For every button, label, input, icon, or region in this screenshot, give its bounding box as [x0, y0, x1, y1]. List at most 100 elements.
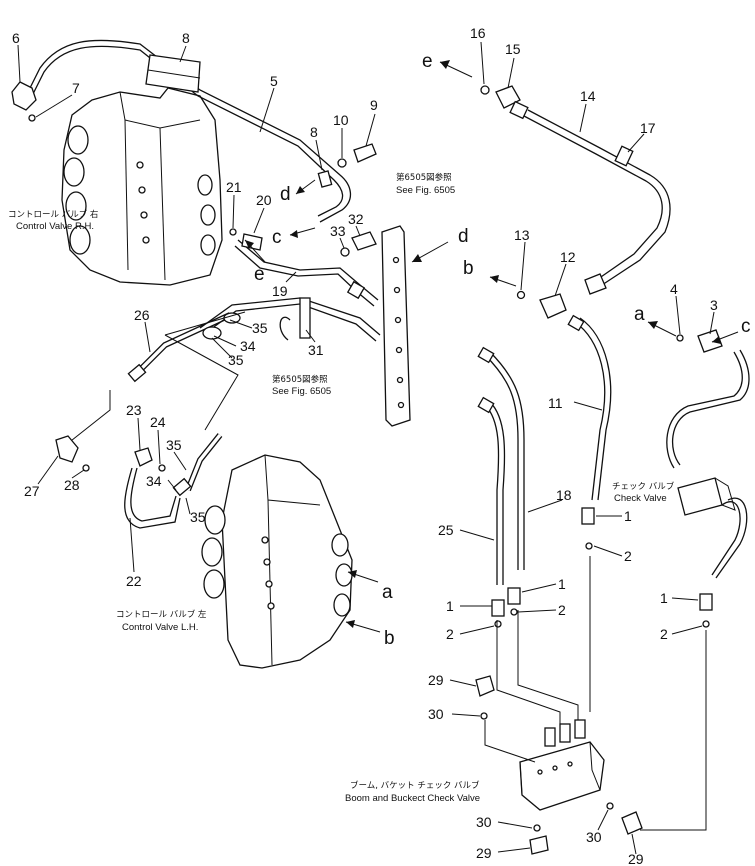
caption-fig-b-jp: 第6505図参照: [272, 374, 328, 385]
leaders: [17, 41, 715, 855]
arrows: [244, 60, 739, 633]
caption-fig-a-jp: 第6505図参照: [396, 172, 452, 183]
callout-35-d: 35: [190, 509, 206, 525]
plugs-29-30: [475, 675, 643, 855]
caption-cv-rh-en: Control Valve R.H.: [16, 221, 94, 232]
caption-boom-en: Boom and Buckect Check Valve: [345, 793, 480, 804]
tube-34-35: [199, 297, 381, 342]
letter-b-1: b: [463, 258, 474, 279]
callout-21: 21: [226, 179, 242, 195]
callout-35-c: 35: [166, 437, 182, 453]
callout-5: 5: [270, 73, 278, 89]
caption-cv-rh-jp: コントロール バルブ 右: [8, 209, 98, 220]
callout-14: 14: [580, 88, 596, 104]
callout-32: 32: [348, 211, 364, 227]
callout-35-b: 35: [228, 352, 244, 368]
clamp-8-mid: [317, 170, 333, 188]
bracket-31: [299, 297, 311, 339]
callout-10: 10: [333, 112, 349, 128]
caption-boom-jp: ブーム, バケット チェック バルブ: [350, 780, 480, 791]
letter-d-2: d: [458, 226, 469, 247]
callout-35-a: 35: [252, 320, 268, 336]
callout-2-d: 2: [660, 626, 668, 642]
callout-22: 22: [126, 573, 142, 589]
callout-4: 4: [670, 281, 678, 297]
callout-23: 23: [126, 402, 142, 418]
letter-a-2: a: [382, 582, 393, 603]
plumbing-lines: [484, 556, 707, 831]
callout-12: 12: [560, 249, 576, 265]
callout-2-a: 2: [624, 548, 632, 564]
callout-16: 16: [470, 25, 486, 41]
callout-29-c: 29: [628, 851, 644, 866]
letter-b-2: b: [384, 628, 395, 649]
control-valve-rh: [61, 87, 223, 286]
letter-e-1: e: [422, 51, 433, 72]
boom-bucket-check-valve: [519, 719, 605, 811]
callout-19: 19: [272, 283, 288, 299]
letter-e-2: e: [254, 264, 265, 285]
callout-13: 13: [514, 227, 530, 243]
callout-11: 11: [548, 395, 563, 411]
fittings-1-2: [491, 507, 713, 628]
callout-9: 9: [370, 97, 378, 113]
callout-1-a: 1: [624, 508, 632, 524]
callout-31: 31: [308, 342, 324, 358]
callout-33: 33: [330, 223, 346, 239]
elbow-6: [11, 81, 37, 111]
fitting-12-13: [516, 290, 567, 319]
letter-a-1: a: [634, 304, 645, 325]
leader-lines-left: [164, 311, 246, 431]
callout-8-mid: 8: [310, 124, 318, 140]
callout-18: 18: [556, 487, 572, 503]
callout-27: 27: [24, 483, 40, 499]
fitting-32-33: [340, 231, 377, 257]
callout-1-d: 1: [660, 590, 668, 606]
clamp-bar: [381, 225, 411, 427]
caption-cv-lh-en: Control Valve L.H.: [122, 622, 198, 633]
caption-cv-lh-jp: コントロール バルブ 左: [116, 609, 207, 620]
hose-27-23: [55, 390, 111, 472]
tube-5: [27, 39, 352, 223]
letter-d-1: d: [280, 184, 291, 205]
hose-lh-up: [172, 433, 223, 497]
callout-28: 28: [64, 477, 80, 493]
callout-24: 24: [150, 414, 166, 430]
callout-7: 7: [72, 80, 80, 96]
callout-29-b: 29: [476, 845, 492, 861]
letter-c-2: c: [741, 316, 751, 337]
callout-29-a: 29: [428, 672, 444, 688]
callout-30-b: 30: [476, 814, 492, 830]
caption-check-en: Check Valve: [614, 493, 667, 504]
letter-c-1: c: [272, 227, 282, 248]
oring-7: [28, 114, 36, 122]
caption-fig-a-en: See Fig. 6505: [396, 185, 455, 196]
callout-3: 3: [710, 297, 718, 313]
callout-1-c: 1: [446, 598, 454, 614]
callout-34-b: 34: [146, 473, 162, 489]
callout-20: 20: [256, 192, 272, 208]
hose-26: [127, 312, 232, 383]
callout-8-top: 8: [182, 30, 190, 46]
hose-22: [124, 447, 181, 529]
control-valve-lh: [201, 454, 353, 669]
callout-26: 26: [134, 307, 150, 323]
tube-14: [523, 109, 671, 295]
clamp-8-top: [145, 54, 201, 93]
callout-6: 6: [12, 30, 20, 46]
callout-1-b: 1: [558, 576, 566, 592]
callout-2-b: 2: [558, 602, 566, 618]
callout-30-c: 30: [586, 829, 602, 845]
caption-check-jp: チェック バルブ: [612, 481, 675, 492]
hoses-18-25: [477, 346, 525, 585]
callout-30-a: 30: [428, 706, 444, 722]
callout-2-c: 2: [446, 626, 454, 642]
check-valve: [666, 349, 750, 579]
tube-19: [234, 239, 379, 307]
fitting-3-4: [676, 329, 723, 353]
callout-15: 15: [505, 41, 521, 57]
callout-25: 25: [438, 522, 454, 538]
fitting-20-21: [229, 228, 263, 251]
